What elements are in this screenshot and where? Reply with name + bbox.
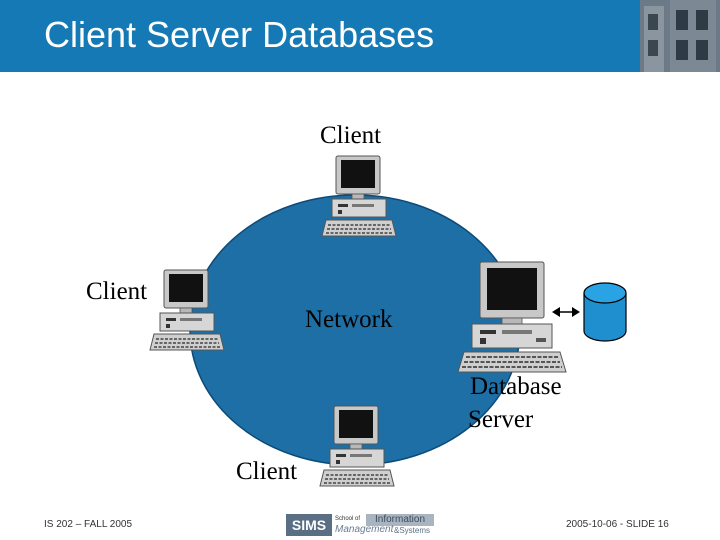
footer-course: IS 202 – FALL 2005	[44, 519, 133, 530]
server-label-line1: Database	[470, 373, 562, 400]
server-label-line2: Server	[468, 406, 534, 433]
footer-slide-number: 2005-10-06 - SLIDE 16	[566, 519, 669, 530]
slide-header: Client Server Databases	[0, 0, 720, 72]
client-bottom-label: Client	[236, 458, 298, 485]
sims-logo: SIMS School of Information Management &S…	[286, 514, 436, 536]
slide-title: Client Server Databases	[44, 14, 435, 55]
logo-school-of: School of	[335, 516, 361, 522]
logo-management: Management	[335, 524, 394, 535]
network-label: Network	[305, 306, 393, 333]
building-photo-icon	[640, 0, 720, 72]
client-left-label: Client	[86, 278, 148, 305]
logo-information: Information	[366, 514, 434, 526]
client-top-label: Client	[320, 122, 382, 149]
logo-sims-text: SIMS	[286, 514, 332, 536]
double-arrow-icon	[552, 307, 580, 317]
database-cylinder-icon	[583, 282, 627, 342]
logo-systems: &Systems	[394, 526, 431, 535]
